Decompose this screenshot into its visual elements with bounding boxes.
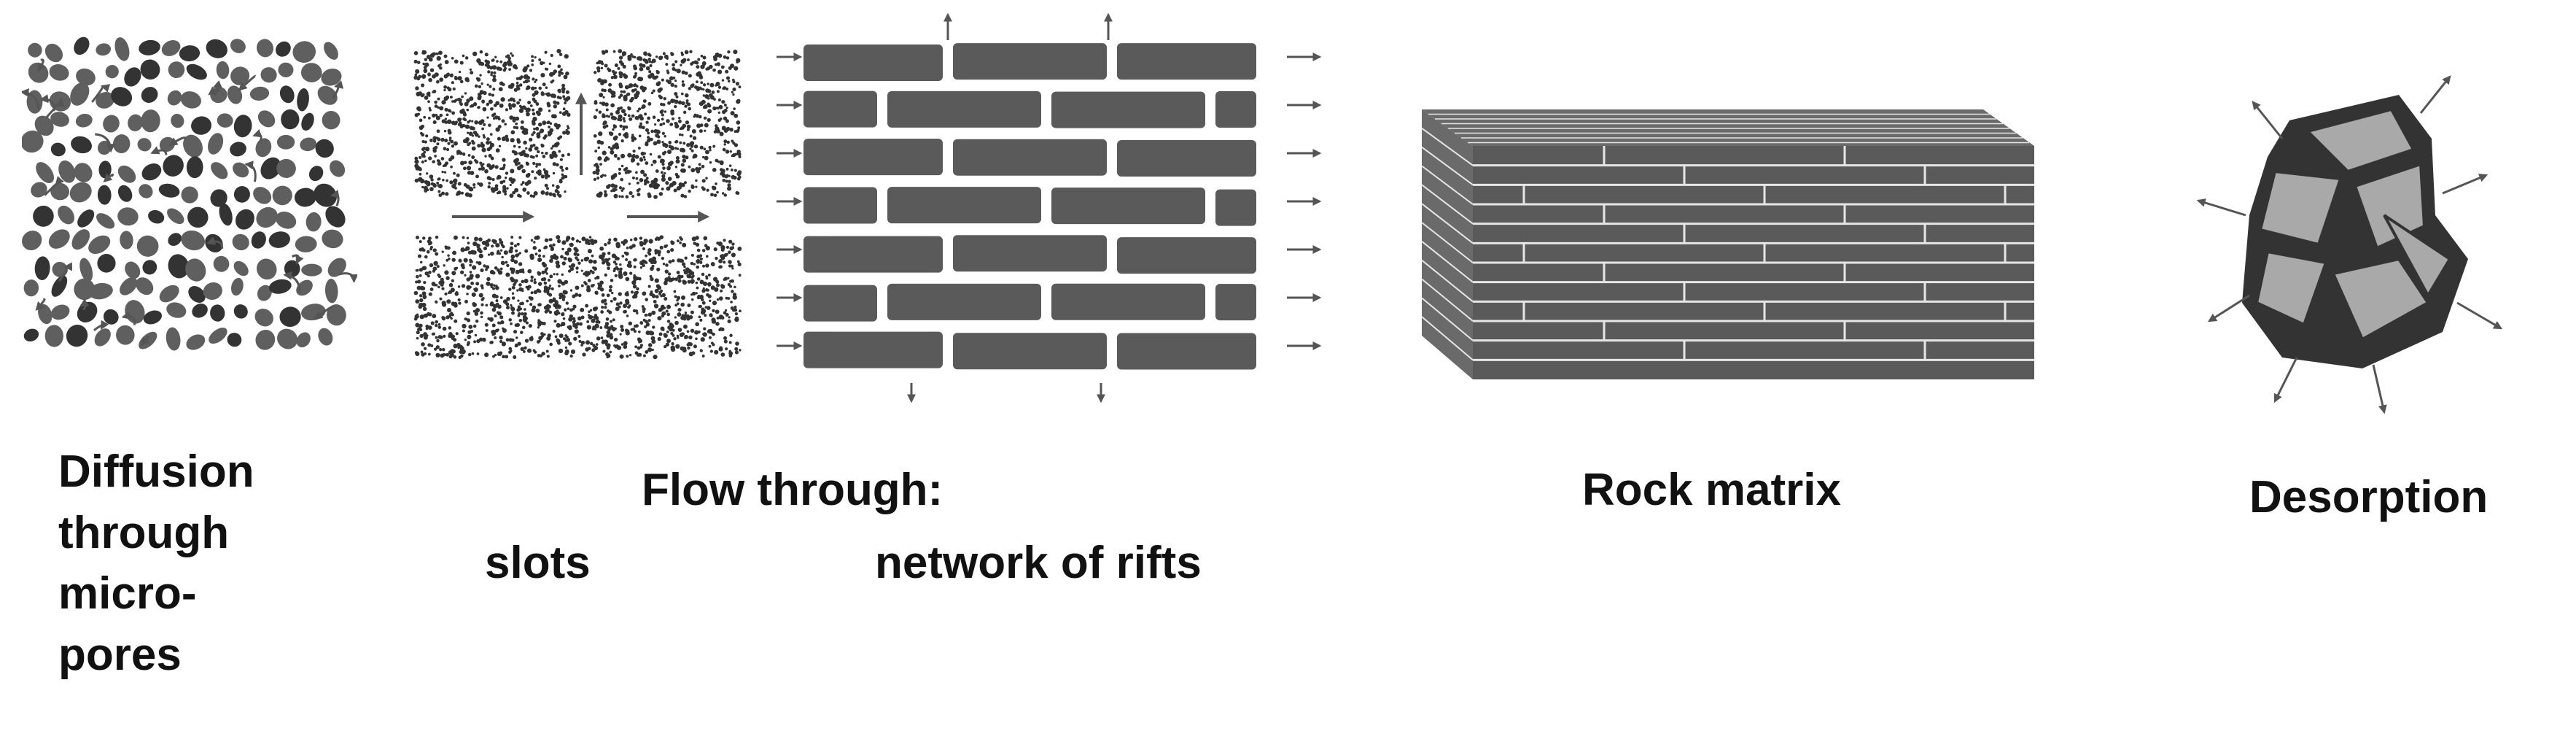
rock-matrix-label: Rock matrix xyxy=(1582,465,1841,515)
rift-bricks xyxy=(803,43,1256,370)
rock-layers xyxy=(1421,109,2034,379)
flow-heading: Flow through: xyxy=(642,465,943,515)
desorption-panel xyxy=(2180,69,2530,420)
rock-matrix-panel xyxy=(1415,95,2042,387)
diffusion-arrows xyxy=(22,58,357,347)
micropores-label-line-1: Diffusion xyxy=(58,447,254,497)
slots-label: slots xyxy=(485,538,591,588)
micropores-label-line-4: pores xyxy=(58,630,182,681)
slot-block-bottom xyxy=(413,235,742,360)
slots-panel xyxy=(408,44,744,365)
desorption-arrows xyxy=(2196,75,2503,414)
slot-flow-icon xyxy=(413,48,742,360)
rock-block-icon xyxy=(1421,109,2034,379)
slot-block-top-right xyxy=(592,49,742,199)
rifts-panel xyxy=(773,11,1334,405)
micropores-label-line-2: through xyxy=(58,507,230,558)
micropores-label: Diffusion through micro- pores xyxy=(58,441,254,686)
fragment-body xyxy=(2242,95,2468,368)
grain-cluster xyxy=(22,36,346,351)
rift-flow-arrows xyxy=(777,12,1322,403)
rift-network-icon xyxy=(777,12,1322,403)
rock-fragment-icon xyxy=(2196,75,2503,414)
micropores-panel xyxy=(22,36,357,365)
slot-block-top-left xyxy=(413,48,571,198)
desorption-label: Desorption xyxy=(2249,472,2489,522)
micropore-grains-icon xyxy=(22,36,357,351)
micropores-label-line-3: micro- xyxy=(58,568,197,619)
rifts-label: network of rifts xyxy=(875,538,1202,588)
